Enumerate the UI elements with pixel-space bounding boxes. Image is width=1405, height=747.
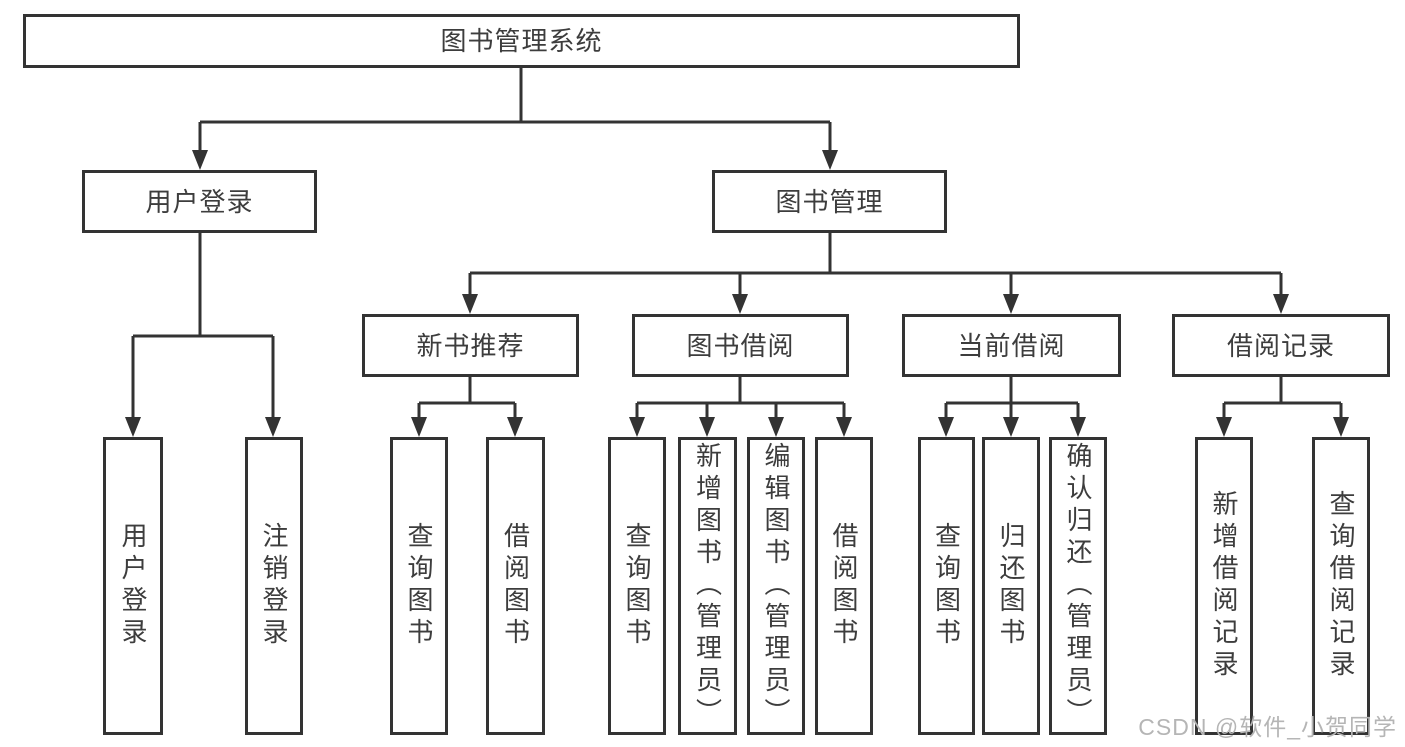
arrowhead-icon xyxy=(1070,417,1086,437)
node-label: 新书推荐 xyxy=(416,330,525,361)
leaf-return-books: 归还图书 xyxy=(982,437,1040,735)
node-library-management-system: 图书管理系统 xyxy=(23,14,1020,68)
leaf-label: 查询图书 xyxy=(622,522,652,650)
watermark: CSDN @软件_小贺同学 xyxy=(1138,714,1397,740)
arrowhead-icon xyxy=(265,417,281,437)
leaf-label: 借阅图书 xyxy=(500,522,531,650)
leaf-add-borrow-record: 新增借阅记录 xyxy=(1195,437,1253,735)
leaf-borrow-books: 借阅图书 xyxy=(815,437,873,735)
arrowhead-icon xyxy=(125,417,141,437)
arrowhead-icon xyxy=(1003,294,1019,314)
node-book-borrowing: 图书借阅 xyxy=(632,314,849,377)
leaf-query-books-borrow: 查询图书 xyxy=(608,437,666,735)
arrowhead-icon xyxy=(1333,417,1349,437)
leaf-label: 查询图书 xyxy=(931,522,962,650)
arrowhead-icon xyxy=(462,294,478,314)
leaf-label: 新增借阅记录 xyxy=(1209,490,1239,682)
arrowhead-icon xyxy=(1216,417,1232,437)
arrowhead-icon xyxy=(507,417,523,437)
leaf-query-books-current: 查询图书 xyxy=(918,437,975,735)
arrowhead-icon xyxy=(192,150,208,170)
node-label: 当前借阅 xyxy=(957,330,1066,361)
node-label: 用户登录 xyxy=(145,186,254,217)
arrowhead-icon xyxy=(836,417,852,437)
node-book-management: 图书管理 xyxy=(712,170,947,233)
arrowhead-icon xyxy=(732,294,748,314)
node-new-book-recommend: 新书推荐 xyxy=(362,314,579,377)
leaf-confirm-return-admin: 确认归还（管理员） xyxy=(1049,437,1107,735)
leaf-query-borrow-record: 查询借阅记录 xyxy=(1312,437,1370,735)
node-current-borrowing: 当前借阅 xyxy=(902,314,1121,377)
leaf-label: 新增图书（管理员） xyxy=(692,442,723,730)
node-label: 图书借阅 xyxy=(686,330,795,361)
leaf-label: 借阅图书 xyxy=(829,522,859,650)
arrowhead-icon xyxy=(1003,417,1019,437)
arrowhead-icon xyxy=(938,417,954,437)
leaf-logout: 注销登录 xyxy=(245,437,303,735)
leaf-label: 查询借阅记录 xyxy=(1326,490,1356,682)
node-label: 图书管理 xyxy=(775,186,884,217)
node-user-login: 用户登录 xyxy=(82,170,317,233)
leaf-label: 确认归还（管理员） xyxy=(1063,442,1093,730)
leaf-query-books-newbooks: 查询图书 xyxy=(390,437,448,735)
leaf-label: 编辑图书（管理员） xyxy=(761,442,791,730)
leaf-borrow-books-newbooks: 借阅图书 xyxy=(486,437,545,735)
arrowhead-icon xyxy=(629,417,645,437)
leaf-label: 查询图书 xyxy=(404,522,434,650)
node-label: 图书管理系统 xyxy=(440,26,603,56)
node-borrowing-records: 借阅记录 xyxy=(1172,314,1390,377)
leaf-add-books-admin: 新增图书（管理员） xyxy=(678,437,737,735)
leaf-user-login: 用户登录 xyxy=(103,437,163,735)
leaf-label: 归还图书 xyxy=(996,522,1026,650)
arrowhead-icon xyxy=(699,417,715,437)
arrowhead-icon xyxy=(411,417,427,437)
leaf-label: 用户登录 xyxy=(118,522,148,650)
node-label: 借阅记录 xyxy=(1226,330,1335,361)
arrowhead-icon xyxy=(768,417,784,437)
arrowhead-icon xyxy=(822,150,838,170)
leaf-edit-books-admin: 编辑图书（管理员） xyxy=(747,437,805,735)
leaf-label: 注销登录 xyxy=(259,522,289,650)
arrowhead-icon xyxy=(1273,294,1289,314)
